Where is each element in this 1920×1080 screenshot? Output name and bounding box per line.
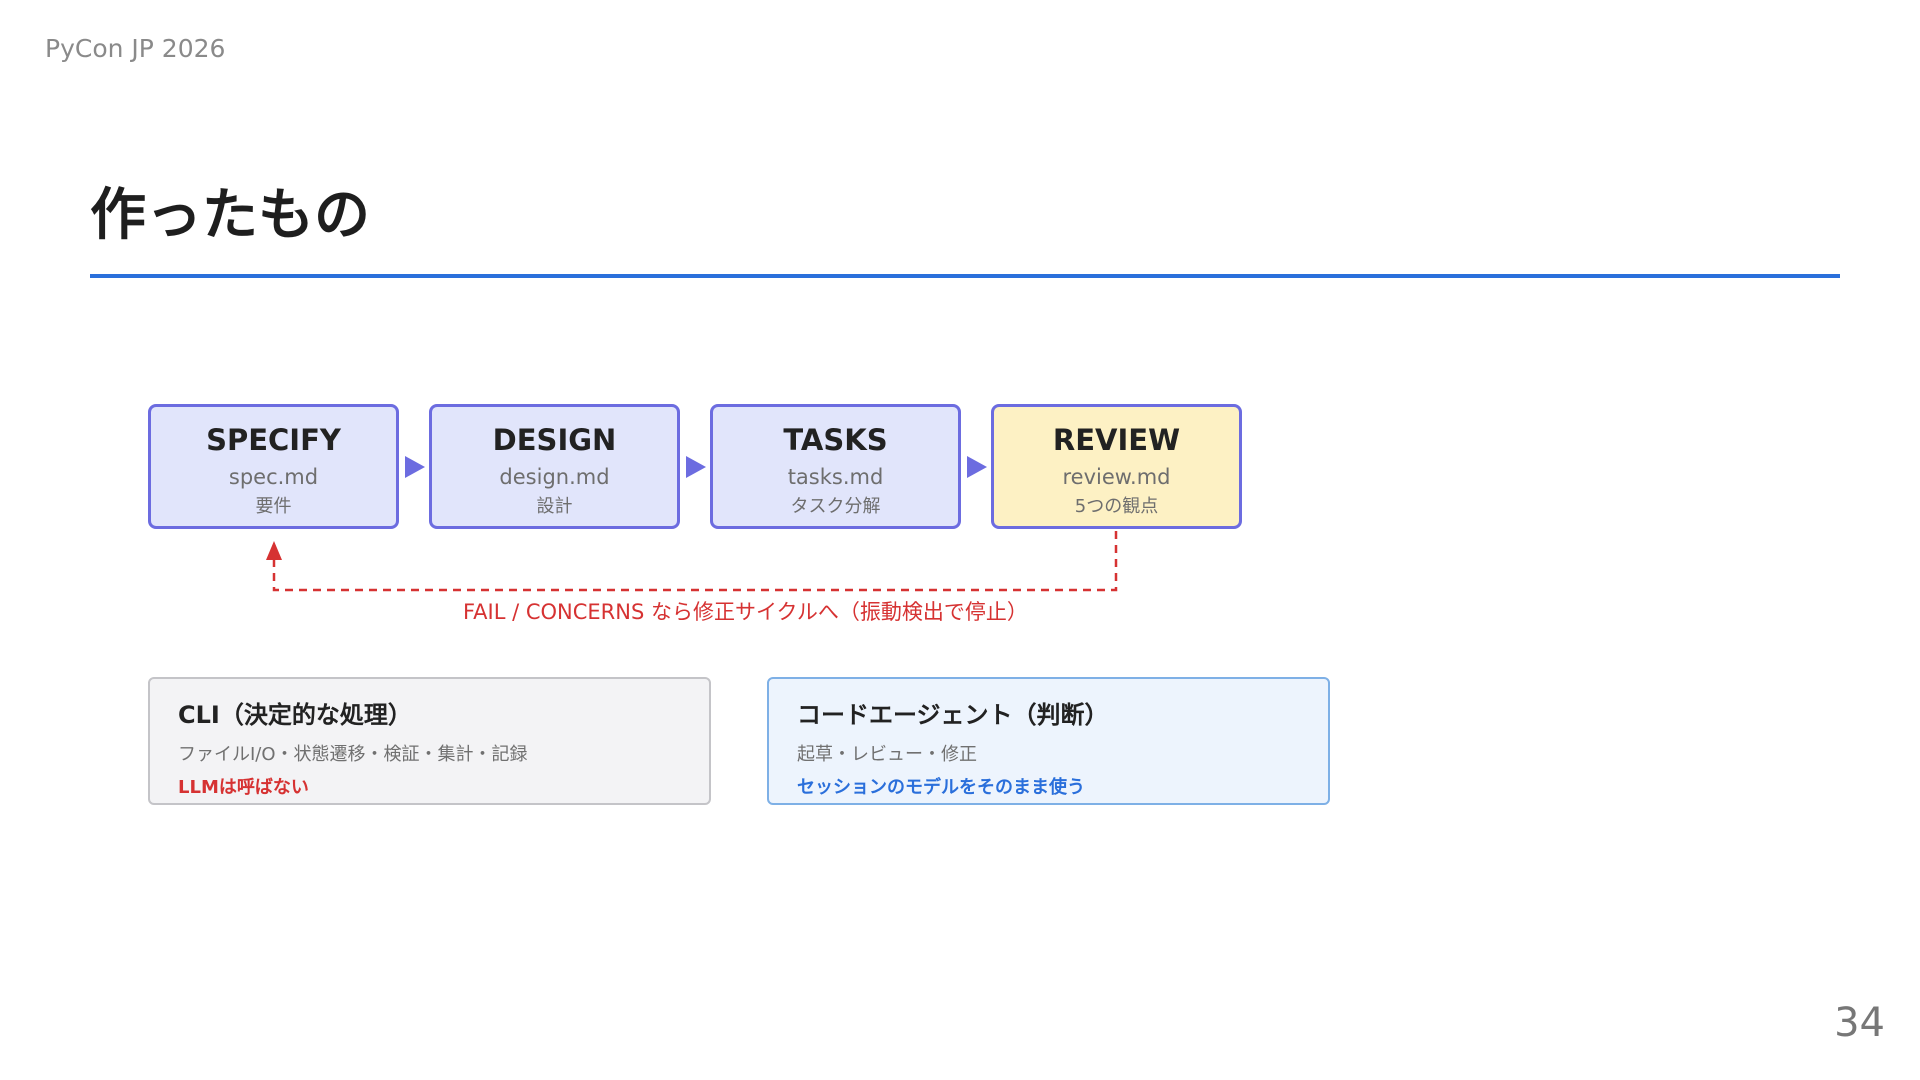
- stage-name: REVIEW: [1052, 423, 1181, 457]
- flow-arrow-icon: [967, 456, 987, 478]
- agent-note: セッションのモデルをそのまま使う: [797, 777, 1085, 798]
- stage-design: DESIGN design.md 設計: [429, 404, 680, 529]
- stage-file: spec.md: [228, 465, 319, 489]
- stage-desc: 設計: [536, 496, 573, 517]
- stage-desc: タスク分解: [790, 496, 881, 517]
- cli-desc: ファイルI/O・状態遷移・検証・集計・記録: [178, 744, 528, 765]
- agent-box: コードエージェント（判断） 起草・レビュー・修正 セッションのモデルをそのまま使…: [767, 677, 1330, 805]
- cli-title: CLI（決定的な処理）: [178, 701, 412, 729]
- flow-arrow-icon: [686, 456, 706, 478]
- agent-desc: 起草・レビュー・修正: [797, 744, 977, 765]
- stage-file: tasks.md: [787, 465, 884, 489]
- stage-review: REVIEW review.md 5つの観点: [991, 404, 1242, 529]
- stage-file: review.md: [1062, 465, 1171, 489]
- event-header: PyCon JP 2026: [45, 34, 226, 63]
- arrow-up-icon: [266, 541, 282, 560]
- stage-name: SPECIFY: [206, 423, 341, 457]
- page-number: 34: [1834, 1000, 1885, 1046]
- stage-desc: 5つの観点: [1074, 496, 1159, 517]
- stage-file: design.md: [499, 465, 610, 489]
- cli-box: CLI（決定的な処理） ファイルI/O・状態遷移・検証・集計・記録 LLMは呼ば…: [148, 677, 711, 805]
- slide-title: 作ったもの: [90, 183, 370, 248]
- flow-arrow-icon: [405, 456, 425, 478]
- title-underline: [90, 274, 1840, 278]
- stage-name: TASKS: [783, 423, 888, 457]
- stage-name: DESIGN: [492, 423, 617, 457]
- stage-specify: SPECIFY spec.md 要件: [148, 404, 399, 529]
- agent-title: コードエージェント（判断）: [797, 701, 1109, 729]
- feedback-loop-line: [272, 531, 1118, 592]
- stage-tasks: TASKS tasks.md タスク分解: [710, 404, 961, 529]
- cli-note: LLMは呼ばない: [178, 777, 309, 798]
- stage-desc: 要件: [255, 496, 292, 517]
- loop-label: FAIL / CONCERNS なら修正サイクルへ（振動検出で停止）: [463, 600, 1028, 624]
